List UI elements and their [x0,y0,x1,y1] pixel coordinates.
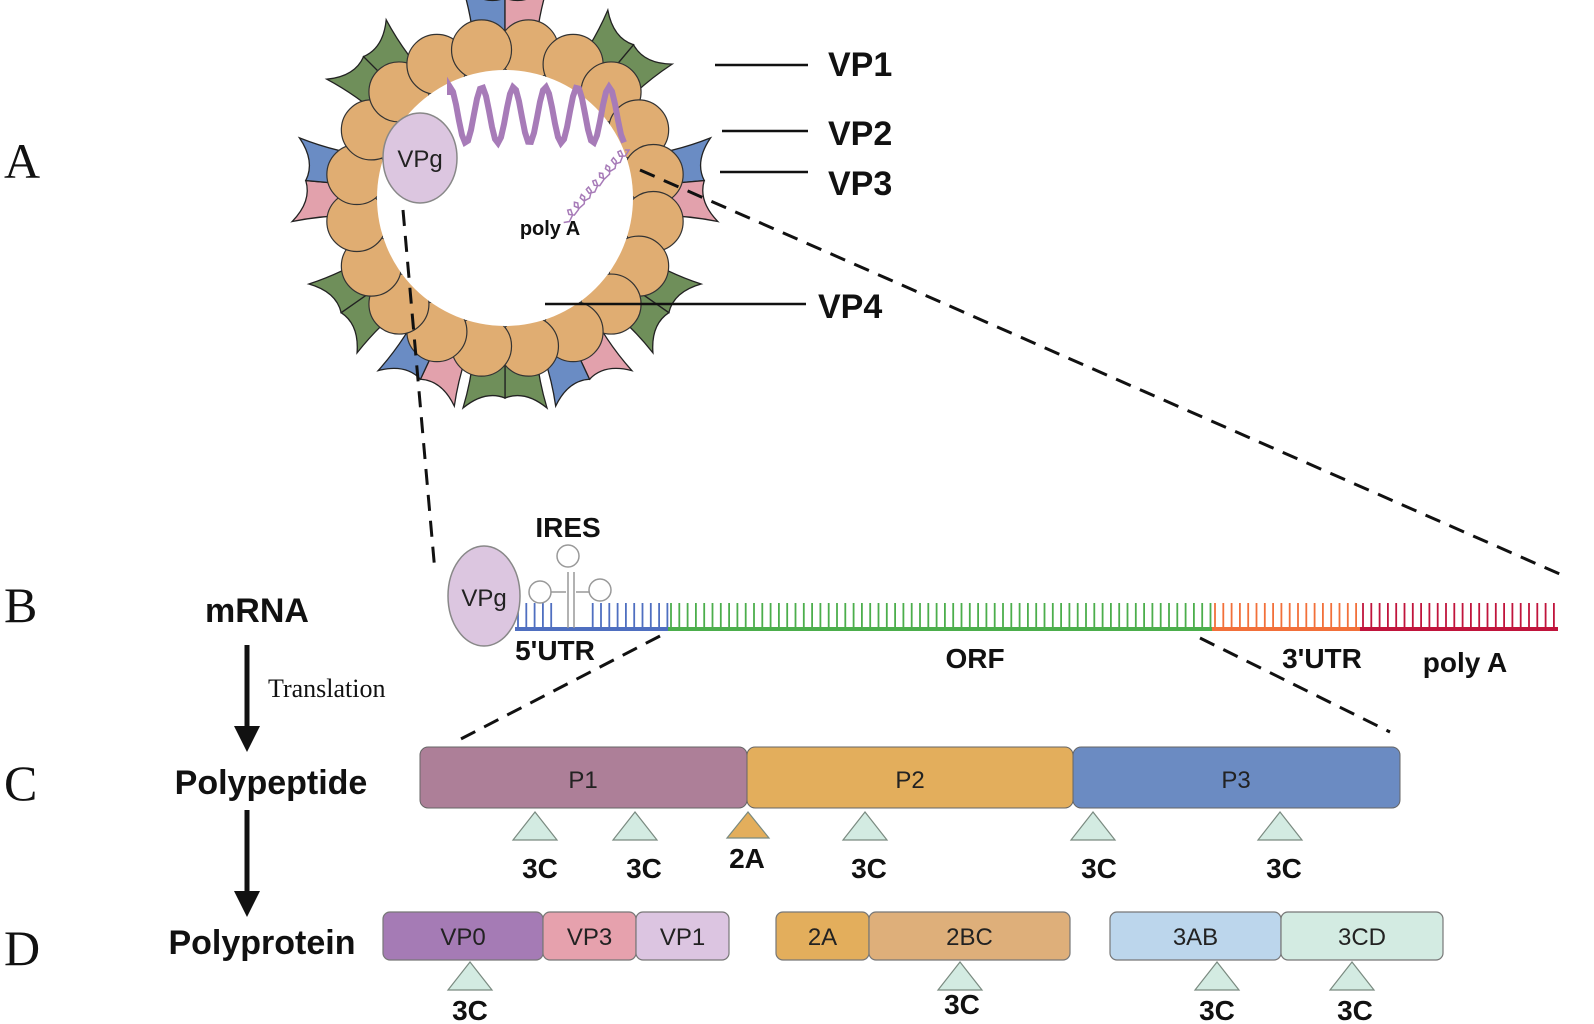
cleavage-label: 3C [1266,853,1302,884]
vp-leader-lines [545,63,808,306]
segment-label: 3CD [1338,924,1386,951]
cleavage-site-triangle-2a [725,811,771,839]
utr3-label: 3'UTR [1282,643,1362,674]
cleavage-site-triangle [1069,811,1117,841]
panel-label-d: D [4,920,40,976]
segment-2bc [868,911,1071,961]
cleavage-label: 2A [729,843,765,874]
mrna-title: mRNA [205,592,309,630]
segment-label: VP1 [660,924,705,951]
vpg-mrna [447,545,521,647]
panel-label-a: A [4,133,40,189]
polypeptide-bar: P1 P2 P3 [419,746,1401,809]
cleavage-label: 3C [522,853,558,884]
vpg-protein [382,112,458,204]
segment-vp1 [635,911,730,961]
mrna-region-1 [668,603,1212,631]
translation-label: Translation [268,674,386,703]
cleavage-label: 3C [1337,995,1373,1024]
orf-label: ORF [945,643,1004,674]
segment-label: VP0 [440,924,485,951]
zoom-dashed-lines [401,168,1563,744]
mrna-region-0 [515,603,669,631]
cleavage-site-triangle [1256,811,1304,841]
segment-label: 2BC [946,924,993,951]
arrow-translation [234,645,260,752]
vp1-label: VP1 [828,46,892,84]
polya-tail [563,149,631,224]
polypeptide-title: Polypeptide [175,764,368,802]
arrow-processing [234,810,260,917]
vp2-label: VP2 [828,115,892,153]
cleavage-site-triangle [841,811,889,841]
mrna-strand [515,603,1558,631]
cleavage-label: 3C [1199,995,1235,1024]
vpg-mrna-label: VPg [461,585,506,612]
p2-label: P2 [895,767,924,794]
ires-structure [528,544,612,628]
cleavage-label: 3C [626,853,662,884]
cleavage-site-triangle [1328,961,1376,991]
polyprotein-title: Polyprotein [168,924,355,962]
polya-mrna-label: poly A [1423,647,1508,678]
cleavage-label: 3C [851,853,887,884]
p1-label: P1 [568,767,597,794]
polya-capsid-label: poly A [520,218,580,240]
cleavage-label: 3C [452,995,488,1024]
cleavage-site-triangle [1193,961,1241,991]
cleavage-site-triangle [511,811,559,841]
ires-label: IRES [535,512,600,543]
panel-label-c: C [4,755,37,811]
vp4-label: VP4 [818,288,882,326]
segment-p3 [1072,746,1401,809]
segment-label: 3AB [1173,924,1218,951]
cleavage-site-triangle [611,811,659,841]
vpg-label: VPg [397,146,442,173]
panel-label-b: B [4,577,37,633]
virus-capsid [290,0,720,410]
cleavage-label: 3C [1081,853,1117,884]
p3-label: P3 [1221,767,1250,794]
segment-3cd [1280,911,1444,961]
polyprotein-bar: VP0 VP3 VP1 2A 2BC 3AB 3CD [382,911,1444,961]
rna-genome-coil [447,76,627,149]
cleavage-site-triangle [446,961,494,991]
cleavage-site-triangle [936,961,984,991]
mrna-region-3 [1360,603,1558,631]
vp3-label: VP3 [828,165,892,203]
segment-label: VP3 [567,924,612,951]
mrna-region-2 [1212,603,1360,631]
utr5-label: 5'UTR [515,635,595,666]
segment-label: 2A [808,924,837,951]
cleavage-label: 3C [944,989,980,1020]
